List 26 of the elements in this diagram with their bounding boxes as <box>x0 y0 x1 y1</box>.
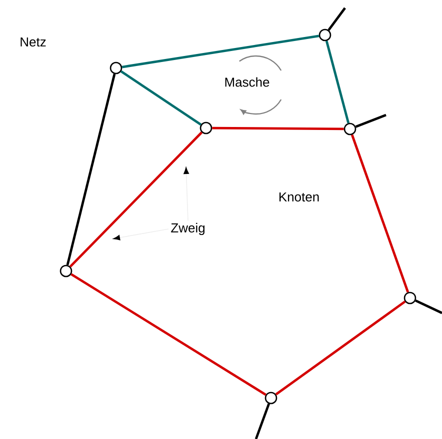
branch-line <box>275 300 406 396</box>
junction-circle <box>110 62 122 74</box>
branch-line <box>325 40 350 124</box>
branch-label: Zweig <box>171 222 204 236</box>
edge-stub <box>254 403 270 439</box>
branch-line <box>120 70 202 126</box>
branch-line <box>122 34 320 68</box>
branch-line <box>70 273 266 396</box>
text-label: Netz <box>20 37 46 47</box>
edge-stub <box>415 300 442 314</box>
branch-line <box>66 74 116 266</box>
junction-circle <box>60 264 72 278</box>
leader-line <box>184 167 189 222</box>
text-label: Knoten <box>279 192 319 202</box>
branch-line <box>212 126 344 130</box>
edge-stub <box>355 114 386 128</box>
junction-circle <box>264 392 278 404</box>
edge-stub <box>328 7 346 31</box>
junction-circle <box>318 28 332 42</box>
leader-line <box>113 228 169 240</box>
branch-line <box>350 134 410 293</box>
junction-circle <box>200 122 212 134</box>
text-label: Masche <box>225 77 270 87</box>
branch-line <box>69 132 203 268</box>
junction-circle <box>344 122 356 136</box>
junction-circle <box>404 292 416 304</box>
